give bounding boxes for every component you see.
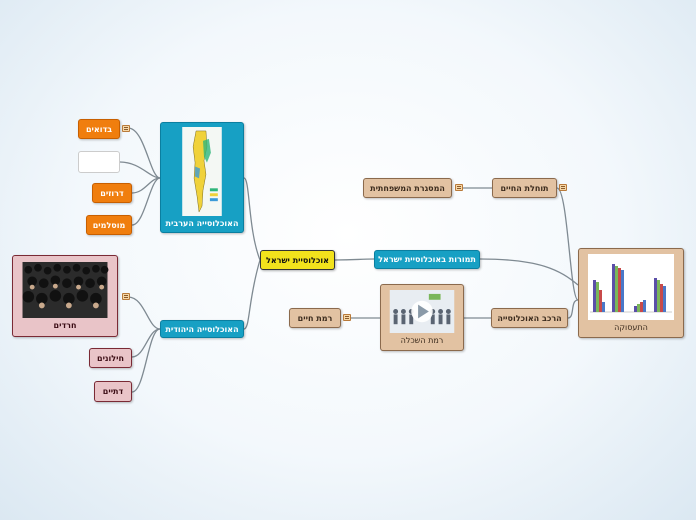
bar-chart-image xyxy=(588,254,674,320)
employment-label: התעסוקה xyxy=(614,323,648,332)
blank-node[interactable] xyxy=(78,151,120,173)
employment-node[interactable]: התעסוקה xyxy=(578,248,684,338)
arab-population-node[interactable]: האוכלוסייה הערבית xyxy=(160,122,244,233)
arab-population-label: האוכלוסייה הערבית xyxy=(165,219,239,228)
bedouins-node[interactable]: בדואים xyxy=(78,119,120,139)
population-composition-label: הרכב האוכלוסייה xyxy=(497,313,562,323)
education-label: רמת השכלה xyxy=(400,336,444,345)
education-node[interactable]: רמת השכלה xyxy=(380,284,464,351)
trends-label: תמורות באוכלוסיית ישראל xyxy=(378,255,476,264)
video-thumbnail[interactable] xyxy=(389,290,455,333)
root-label: אוכלוסיית ישראל xyxy=(266,255,329,265)
root-node[interactable]: אוכלוסיית ישראל xyxy=(260,250,335,270)
jewish-population-node[interactable]: האוכלוסייה היהודית xyxy=(160,320,244,338)
standard-of-living-label: רמת חיים xyxy=(297,313,333,323)
life-expectancy-node[interactable]: תוחלת החיים xyxy=(492,178,557,198)
bedouins-label: בדואים xyxy=(85,124,113,134)
collapse-toggle-icon[interactable] xyxy=(559,184,567,191)
standard-of-living-node[interactable]: רמת חיים xyxy=(289,308,341,328)
family-framework-label: המסגרת המשפחתית xyxy=(370,183,445,193)
secular-node[interactable]: חילונים xyxy=(89,348,132,368)
religious-node[interactable]: דתיים xyxy=(94,381,132,402)
trends-node[interactable]: תמורות באוכלוסיית ישראל xyxy=(374,250,480,269)
secular-label: חילונים xyxy=(97,353,124,363)
haredim-label: חרדים xyxy=(53,321,77,330)
religious-label: דתיים xyxy=(102,387,124,396)
druze-node[interactable]: דרוזים xyxy=(92,183,132,203)
collapse-toggle-icon[interactable] xyxy=(122,125,130,132)
crowd-photo xyxy=(22,262,109,318)
map-image xyxy=(182,127,222,216)
collapse-toggle-icon[interactable] xyxy=(122,293,130,300)
family-framework-node[interactable]: המסגרת המשפחתית xyxy=(363,178,452,198)
collapse-toggle-icon[interactable] xyxy=(455,184,463,191)
collapse-toggle-icon[interactable] xyxy=(343,314,351,321)
jewish-population-label: האוכלוסייה היהודית xyxy=(165,324,239,334)
haredim-node[interactable]: חרדים xyxy=(12,255,118,337)
life-expectancy-label: תוחלת החיים xyxy=(500,183,549,193)
muslims-label: מוסלמים xyxy=(92,220,126,230)
population-composition-node[interactable]: הרכב האוכלוסייה xyxy=(491,308,568,328)
druze-label: דרוזים xyxy=(100,188,124,198)
muslims-node[interactable]: מוסלמים xyxy=(86,215,132,235)
